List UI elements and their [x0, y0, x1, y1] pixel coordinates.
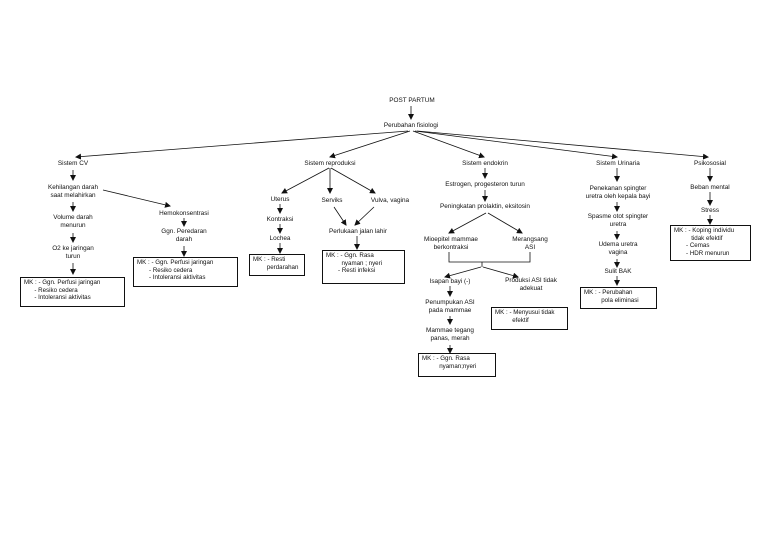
penekanan-spingter-node: Penekanan spingter uretra oleh kepala ba… — [585, 185, 651, 200]
hemokonsentrasi-node: Hemokonsentrasi — [159, 210, 209, 217]
serviks-node: Serviks — [321, 197, 343, 204]
prolaktin-node: Peningkatan prolaktin, eksitosin — [440, 203, 530, 210]
merangsang-asi-node: Merangsang ASI — [512, 236, 548, 251]
uterus-node: Uterus — [270, 196, 290, 203]
vulva-vagina-node: Vulva, vagina — [370, 197, 410, 204]
kontraksi-node: Kontraksi — [266, 216, 294, 223]
sistem-reproduksi-node: Sistem reproduksi — [304, 160, 356, 167]
isapan-bayi-node: Isapan bayi (-) — [429, 278, 471, 285]
estrogen-node: Estrogen, progesteron turun — [445, 181, 525, 188]
perlukaan-jalan-lahir-node: Perlukaan jalan lahir — [329, 228, 387, 235]
beban-mental-node: Beban mental — [690, 184, 730, 191]
mk-box-cv-1: MK : - Ggn. Perfusi jaringan - Resiko ce… — [20, 277, 125, 307]
sistem-urinaria-node: Sistem Urinaria — [596, 160, 640, 167]
sistem-cv-node: Sistem CV — [57, 160, 89, 167]
o2-jaringan-node: O2 ke jaringan turun — [52, 245, 94, 260]
udema-uretra-node: Udema uretra vagina — [598, 241, 638, 256]
mk-box-psikososial: MK : - Koping individu tidak efektif - C… — [670, 225, 751, 261]
volume-darah-node: Volume darah menurun — [53, 214, 93, 229]
lochea-node: Lochea — [269, 235, 291, 242]
psikososial-node: Psikososial — [694, 160, 726, 167]
produksi-asi-node: Produksi ASI tidak adekuat — [505, 277, 557, 292]
mk-box-endo-2: MK : - Menyusui tidak efektif — [491, 307, 568, 330]
mk-box-repro-2: MK : - Ggn. Rasa nyaman ; nyeri - Resti … — [322, 250, 405, 284]
mk-box-urinaria: MK : - Perubahan pola eliminasi — [580, 287, 657, 309]
spasme-otot-node: Spasme otot spingter uretra — [587, 213, 649, 228]
sistem-endokrin-node: Sistem endokrin — [462, 160, 508, 167]
root-node: POST PARTUM — [389, 97, 435, 104]
mammae-tegang-node: Mammae tegang panas, merah — [426, 327, 474, 342]
perubahan-fisiologi-node: Perubahan fisiologi — [383, 122, 439, 129]
stress-node: Stress — [700, 207, 720, 214]
mk-box-cv-2: MK : - Ggn. Perfusi jaringan - Resiko ce… — [133, 257, 238, 287]
sulit-bak-node: Sulit BAK — [604, 268, 632, 275]
gangguan-peredaran-node: Ggn. Peredaran darah — [161, 228, 207, 243]
mk-box-repro-1: MK : - Resti perdarahan — [249, 254, 305, 276]
penumpukan-asi-node: Penumpukan ASI pada mammae — [425, 299, 475, 314]
kehilangan-darah-node: Kehilangan darah saat melahirkan — [47, 184, 99, 199]
mioepitel-node: Mioepitel mammae berkontraksi — [424, 236, 478, 251]
mk-box-endo-1: MK : - Ggn. Rasa nyaman;nyeri — [418, 353, 496, 377]
